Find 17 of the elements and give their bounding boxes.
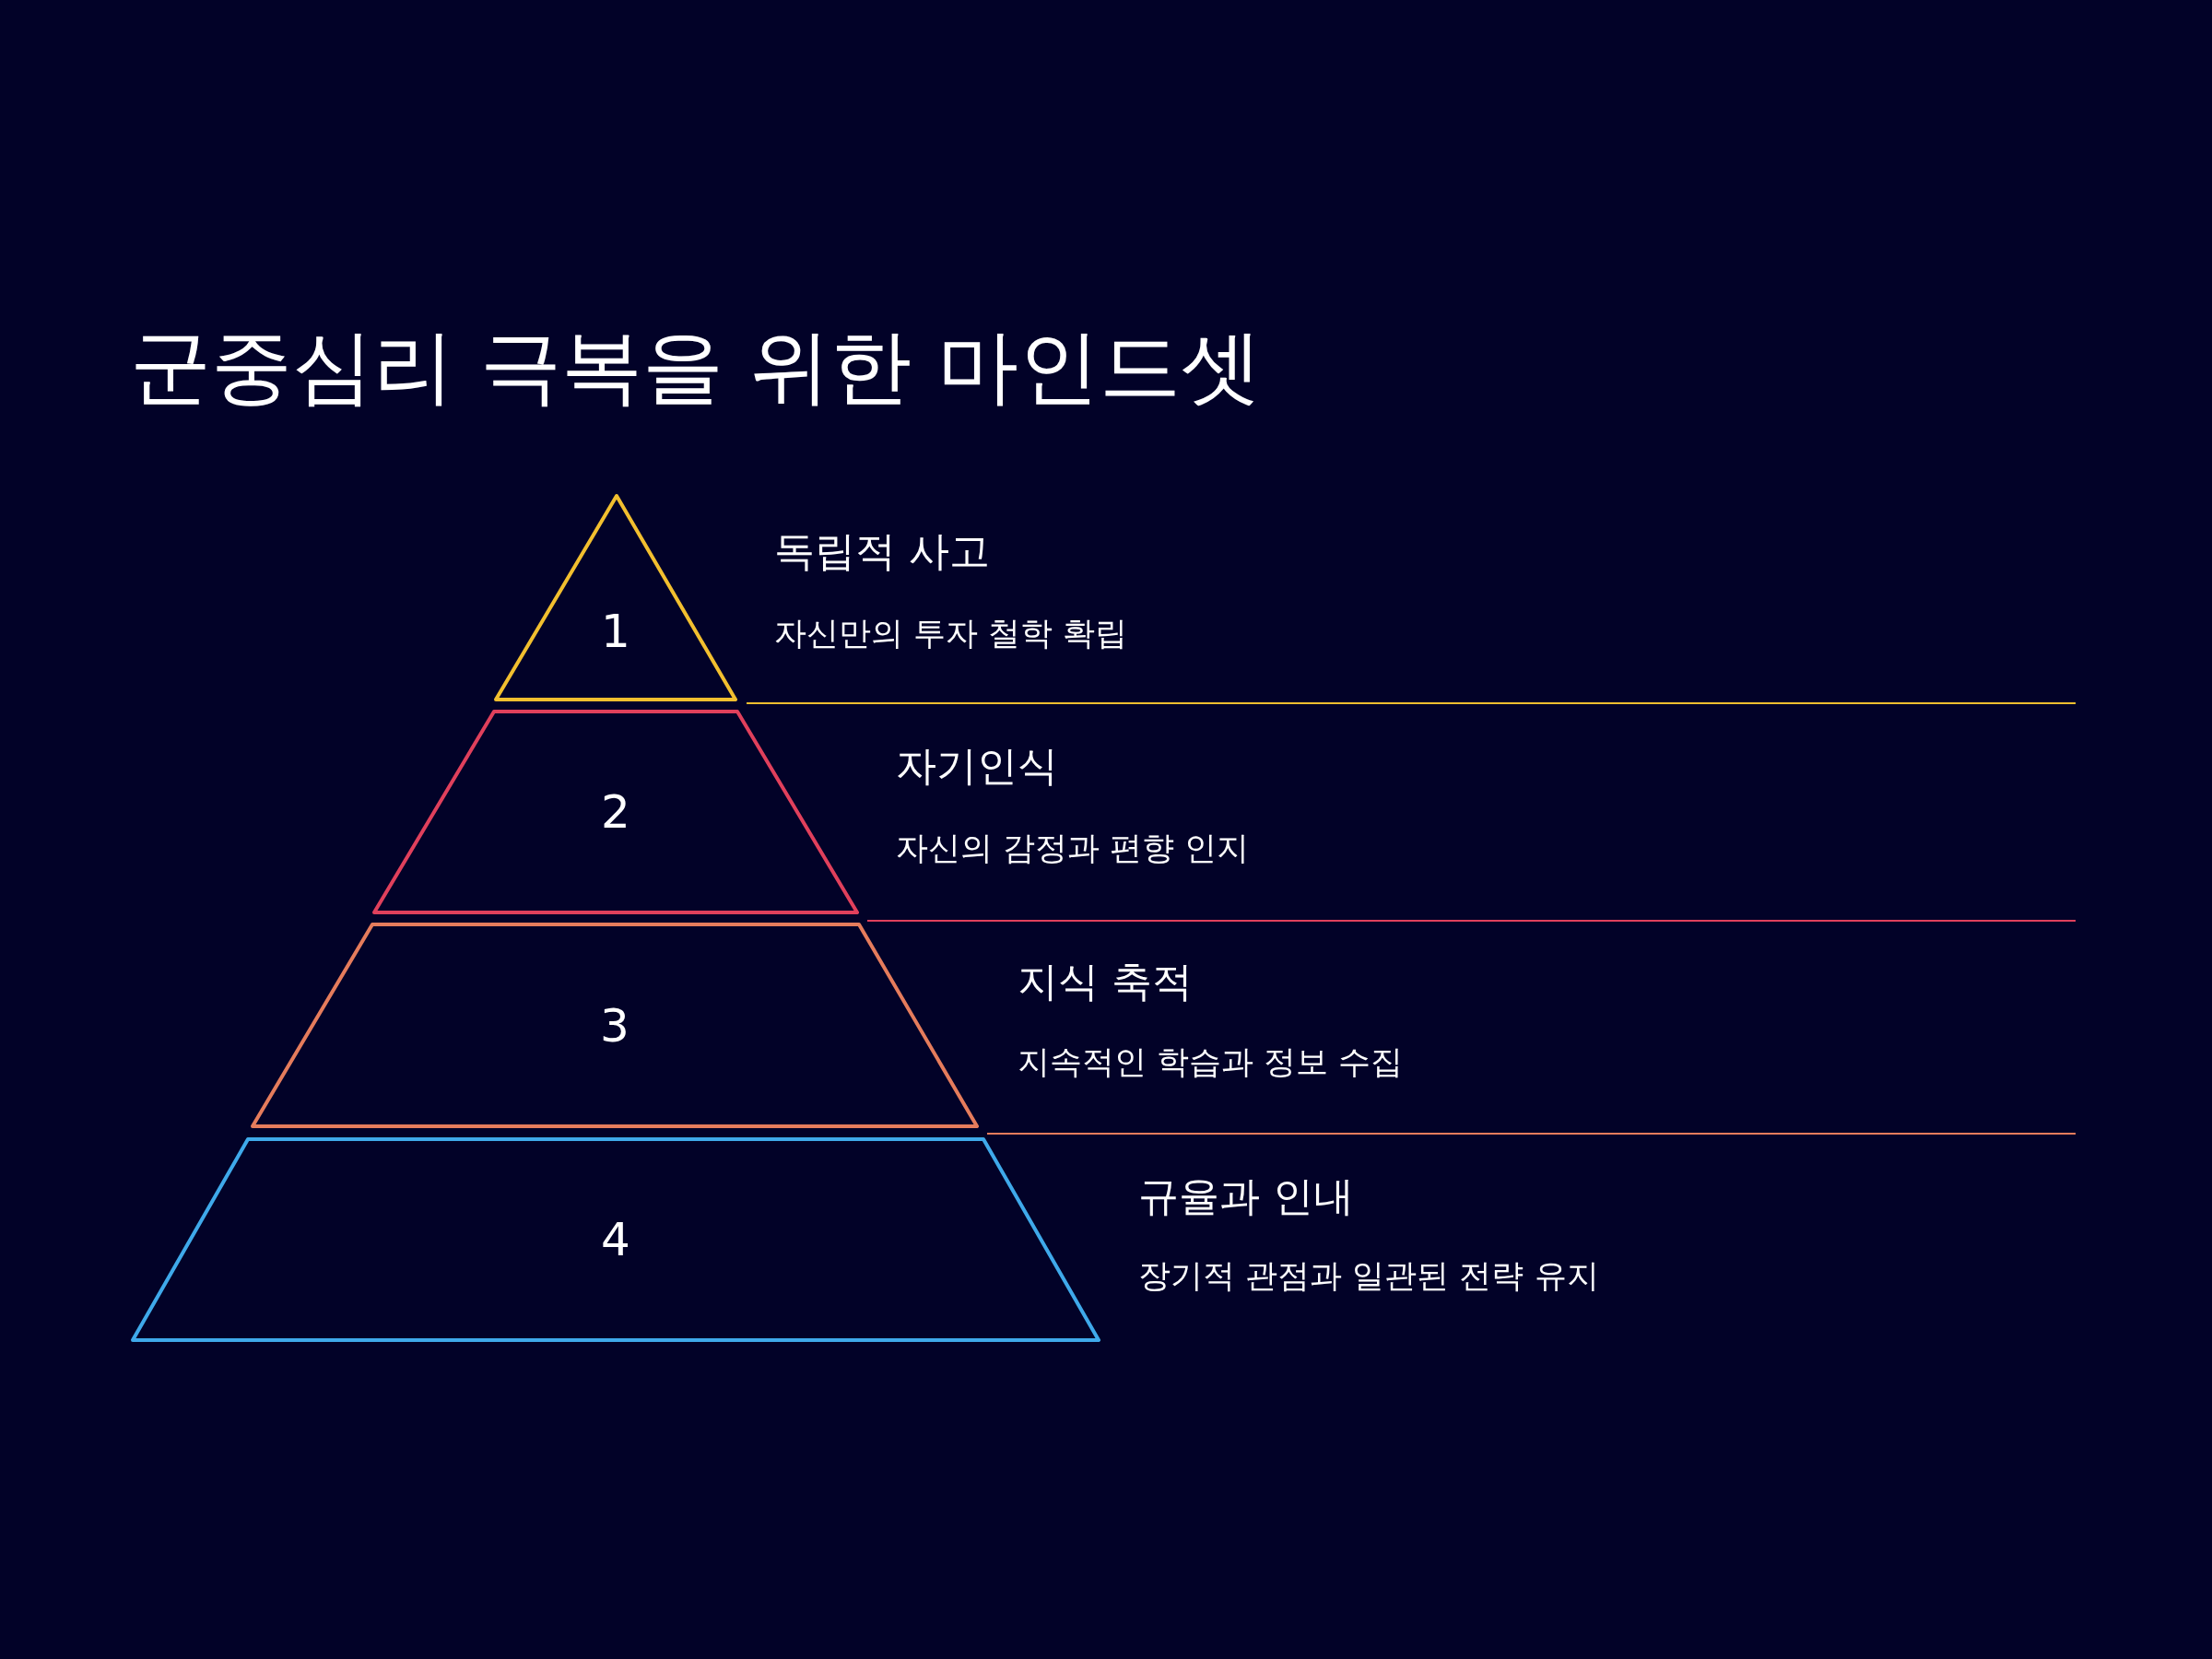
layer-heading: 규율과 인내 <box>1138 1171 1354 1221</box>
layer-description: 장기적 관점과 일관된 전략 유지 <box>1138 1256 1599 1295</box>
layer-description: 자신만의 투자 철학 확립 <box>774 614 1128 653</box>
layer-description: 자신의 감정과 편향 인지 <box>896 829 1250 867</box>
pyramid-layer <box>131 1137 1100 1342</box>
title: 군중심리 극복을 위한 마인드셋 <box>130 318 1262 416</box>
pyramid-layer <box>251 923 979 1128</box>
pyramid-layer <box>372 710 859 914</box>
layer-number: 4 <box>601 1217 630 1263</box>
layer-number: 2 <box>601 789 630 835</box>
layer-description: 지속적인 학습과 정보 수집 <box>1018 1042 1404 1081</box>
layer-heading: 자기인식 <box>896 741 1058 791</box>
layer-number: 3 <box>600 1002 629 1049</box>
layer-heading: 독립적 사고 <box>774 526 990 576</box>
layer-number: 1 <box>601 607 630 654</box>
layer-heading: 지식 축적 <box>1018 957 1193 1006</box>
pyramid-triangle <box>494 494 737 701</box>
